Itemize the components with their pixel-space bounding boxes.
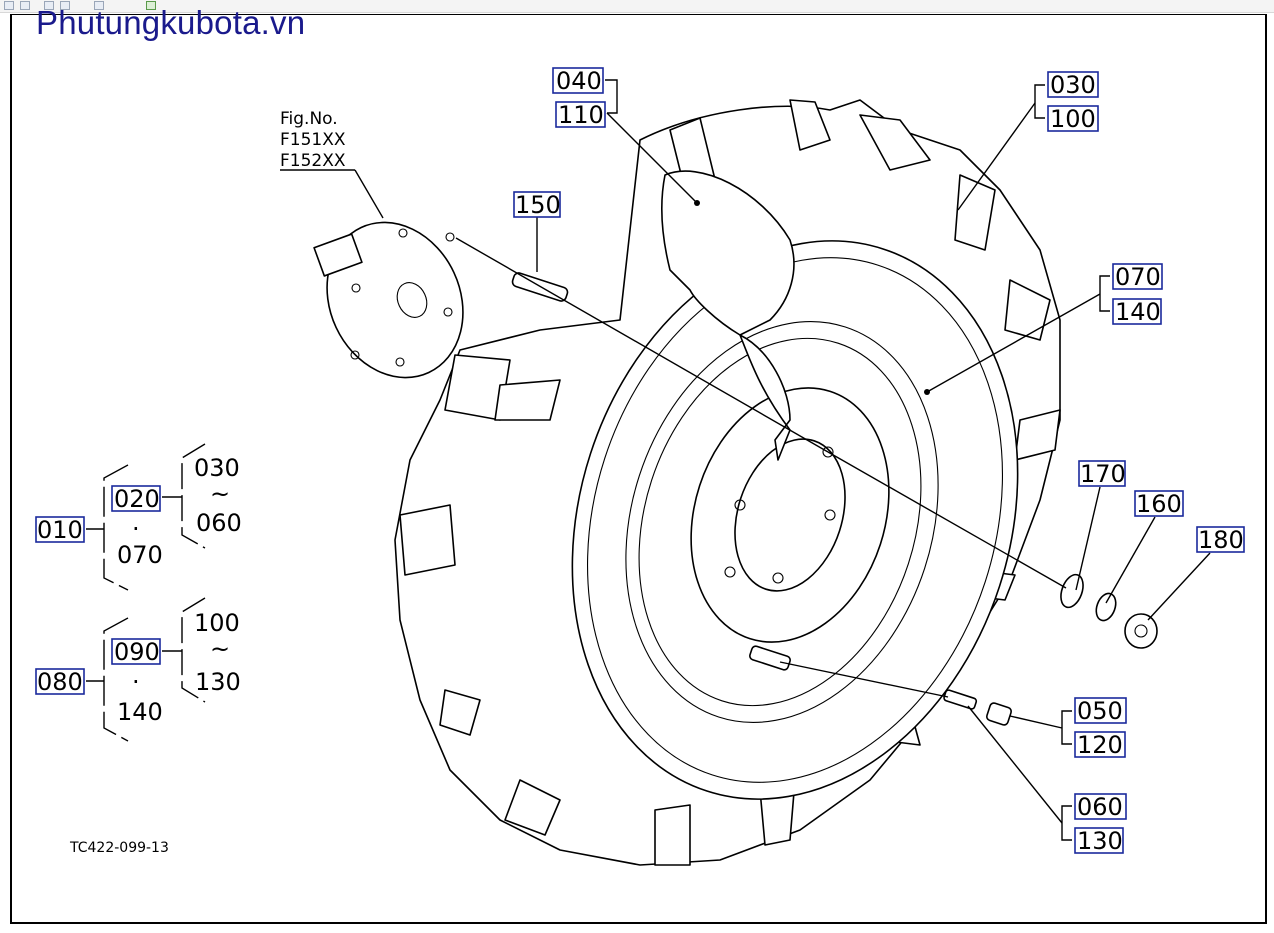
rim-ring-2: [586, 257, 1004, 783]
page-icon[interactable]: [94, 1, 104, 10]
callout-180[interactable]: 180: [1198, 526, 1244, 554]
legend-020[interactable]: 020: [114, 485, 160, 513]
callout-040[interactable]: 040: [556, 67, 602, 95]
lug-3: [859, 114, 931, 171]
callout-110[interactable]: 110: [558, 101, 604, 129]
drawing-frame: [10, 14, 1267, 924]
callout-170[interactable]: 170: [1080, 460, 1126, 488]
legend-dot-2: ·: [132, 668, 140, 696]
lug-13: [399, 504, 456, 576]
legend-group-1: 010 020 · 070 030 ~ 060: [35, 443, 242, 591]
nut-180: [1124, 613, 1158, 649]
drawing-code: TC422-099-13: [69, 840, 169, 856]
lug-4: [954, 174, 996, 251]
washer-170: [1060, 573, 1084, 609]
legend-010[interactable]: 010: [37, 516, 83, 544]
tube-flap: [739, 334, 791, 461]
spring-washer-160: [1095, 592, 1117, 622]
print-icon[interactable]: [4, 1, 14, 10]
lug-12: [439, 689, 481, 736]
legend-070[interactable]: 070: [117, 541, 163, 569]
figure-note: Fig.No. F151XX F152XX: [280, 109, 346, 171]
legend-080[interactable]: 080: [37, 668, 83, 696]
callout-100[interactable]: 100: [1050, 105, 1096, 133]
rim-ring-4: [638, 337, 922, 707]
zoom-out-icon[interactable]: [60, 1, 70, 10]
export-icon[interactable]: [146, 1, 156, 10]
axle-hub: [313, 221, 464, 379]
callouts: 040 110 030 100 150 070 140 170 160 180 …: [513, 67, 1245, 855]
hub-bore: [734, 438, 846, 592]
legend-tilde-2: ~: [210, 635, 230, 663]
lug-10: [654, 804, 691, 866]
wheel-illustration: [394, 99, 1061, 866]
legend-tilde-1: ~: [210, 480, 230, 508]
hub-center: [396, 282, 428, 318]
valve-cap: [985, 702, 1013, 726]
lug-5: [1004, 279, 1051, 341]
fig-number-1: F151XX: [280, 130, 346, 150]
legend-090[interactable]: 090: [114, 638, 160, 666]
callout-140[interactable]: 140: [1115, 298, 1161, 326]
hub-holes: [724, 446, 836, 584]
legend-130[interactable]: 130: [195, 668, 241, 696]
legend-060[interactable]: 060: [196, 509, 242, 537]
lug-11: [504, 779, 561, 836]
callout-130[interactable]: 130: [1077, 827, 1123, 855]
hub-spline-shaft: [313, 233, 363, 277]
rim-ring-3: [625, 321, 939, 723]
viewer-toolbar: [0, 0, 1274, 13]
callout-120[interactable]: 120: [1077, 731, 1123, 759]
legend-140[interactable]: 140: [117, 698, 163, 726]
valve-core: [943, 689, 978, 710]
callout-060[interactable]: 060: [1077, 793, 1123, 821]
leader-lines: [280, 79, 1211, 841]
callout-070[interactable]: 070: [1115, 263, 1161, 291]
fig-number-2: F152XX: [280, 151, 346, 171]
callout-160[interactable]: 160: [1136, 490, 1182, 518]
callout-050[interactable]: 050: [1077, 697, 1123, 725]
legend-030[interactable]: 030: [194, 454, 240, 482]
legend-group-2: 080 090 · 140 100 ~ 130: [35, 597, 241, 742]
lug-15: [494, 379, 561, 421]
save-icon[interactable]: [20, 1, 30, 10]
zoom-in-icon[interactable]: [44, 1, 54, 10]
legend-dot-1: ·: [132, 515, 140, 543]
fig-label: Fig.No.: [280, 109, 338, 129]
callout-030[interactable]: 030: [1050, 71, 1096, 99]
lug-2: [789, 99, 831, 151]
watermark: Phutungkubota.vn: [36, 4, 306, 41]
legend-100[interactable]: 100: [194, 609, 240, 637]
callout-150[interactable]: 150: [515, 191, 561, 219]
inner-tube: [660, 170, 795, 336]
